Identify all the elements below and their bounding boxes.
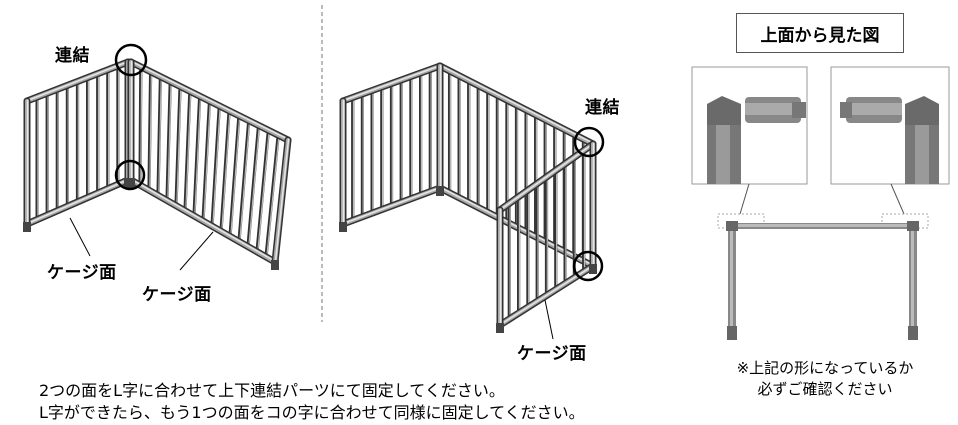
leader-line-panel-b	[179, 231, 214, 271]
zoom-left-connector	[707, 96, 806, 184]
connect-label-right: 連結	[585, 98, 620, 118]
cage-panel-left-a	[23, 58, 132, 232]
note-line-2: 必ずご確認ください	[757, 380, 893, 398]
top-view-title: 上面から見た図	[736, 13, 904, 53]
cage-panel-mid-a	[339, 62, 444, 232]
guide-box-right	[881, 213, 929, 229]
connector-circle-mid-top	[573, 126, 605, 158]
note-line-1: ※上記の形になっているか	[736, 359, 914, 377]
connector-circle-left-bottom	[114, 159, 146, 191]
leader-line-panel-a	[69, 217, 91, 257]
connect-label-left: 連結	[55, 46, 90, 66]
top-view-plan	[726, 221, 919, 340]
panel-label-c: ケージ面	[517, 344, 587, 364]
guide-line-right	[890, 183, 905, 215]
instruction-line-1: 2つの面をL字に合わせて上下連結パーツにて固定してください。	[39, 381, 505, 400]
zoom-right-connector	[840, 96, 939, 184]
guide-box-left	[717, 213, 765, 229]
guide-line-left	[739, 183, 750, 215]
cage-panel-left-b	[127, 58, 292, 270]
connector-circle-mid-bottom	[572, 250, 604, 282]
instruction-line-2: L字ができたら、もう1つの面をコの字に合わせて同様に固定してください。	[39, 403, 585, 422]
panel-label-b: ケージ面	[142, 285, 212, 305]
panel-label-a: ケージ面	[47, 263, 117, 283]
connector-circle-left-top	[114, 43, 148, 77]
leader-line-panel-c	[544, 299, 554, 340]
